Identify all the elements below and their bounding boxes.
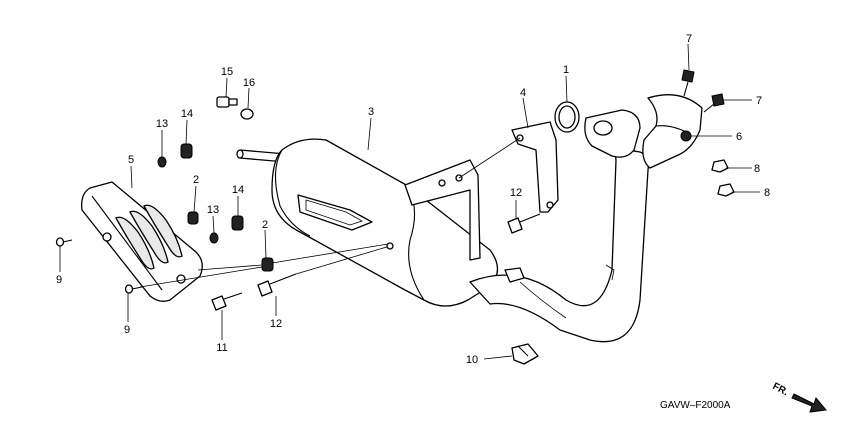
muffler [236,138,499,307]
callout-8-upper: 8 [754,163,760,175]
direction-label: FR. [771,381,791,398]
grommet-2-left [187,211,199,225]
diagram-code: GAVW–F2000A [660,400,731,411]
callout-4: 4 [520,87,526,99]
callout-15: 15 [221,66,233,78]
screw-9-lower [124,284,143,294]
callout-14-mid: 14 [232,184,244,196]
clip-10-detail [517,345,529,357]
callout-5: 5 [128,154,134,166]
callout-11: 11 [216,342,227,354]
clip-10 [511,343,539,365]
callout-1: 1 [563,64,569,76]
collar-13-mid [209,232,219,244]
callout-labels: 1 4 3 5 2 2 14 13 14 13 15 16 7 7 6 8 8 … [56,33,770,366]
bolt-12-center [257,273,297,297]
callout-13-mid: 13 [207,204,219,216]
assembly-lines [139,137,521,288]
callout-9-upper: 9 [56,274,62,286]
front-direction-indicator: FR. [771,381,827,413]
bolt-12-right [507,213,541,234]
front-arrow-icon [791,393,827,413]
bolt-7-top [681,69,695,97]
collar-13-top [157,156,167,168]
nut-8-upper [711,159,729,173]
muffler-protector [81,181,203,302]
callout-2-left: 2 [193,174,199,186]
bolt-15 [216,96,238,108]
callout-16: 16 [243,77,255,89]
callout-14-top: 14 [181,108,193,120]
gasket [554,101,580,133]
callout-6: 6 [736,131,742,143]
callout-7-right: 7 [756,95,762,107]
exhaust-pipe [469,109,649,343]
screw-9-upper [55,237,73,247]
callout-7-top: 7 [686,33,692,45]
callout-3: 3 [368,106,374,118]
rubber-14-mid [231,215,244,231]
callout-10: 10 [466,354,478,366]
nut-8-lower [717,183,735,197]
leader-lines [59,43,760,360]
pipe-protector [642,94,703,169]
callout-13-top: 13 [156,118,168,130]
rubber-14-top [180,143,193,159]
callout-12-right: 12 [510,187,522,199]
grommet-2-center [261,257,274,272]
callout-9-lower: 9 [124,324,130,336]
callout-12-center: 12 [270,318,282,330]
washer-16 [240,108,254,120]
callout-2-center: 2 [262,219,268,231]
bolt-11 [211,292,243,311]
bolt-7-right [703,93,725,113]
callout-8-lower: 8 [764,187,770,199]
